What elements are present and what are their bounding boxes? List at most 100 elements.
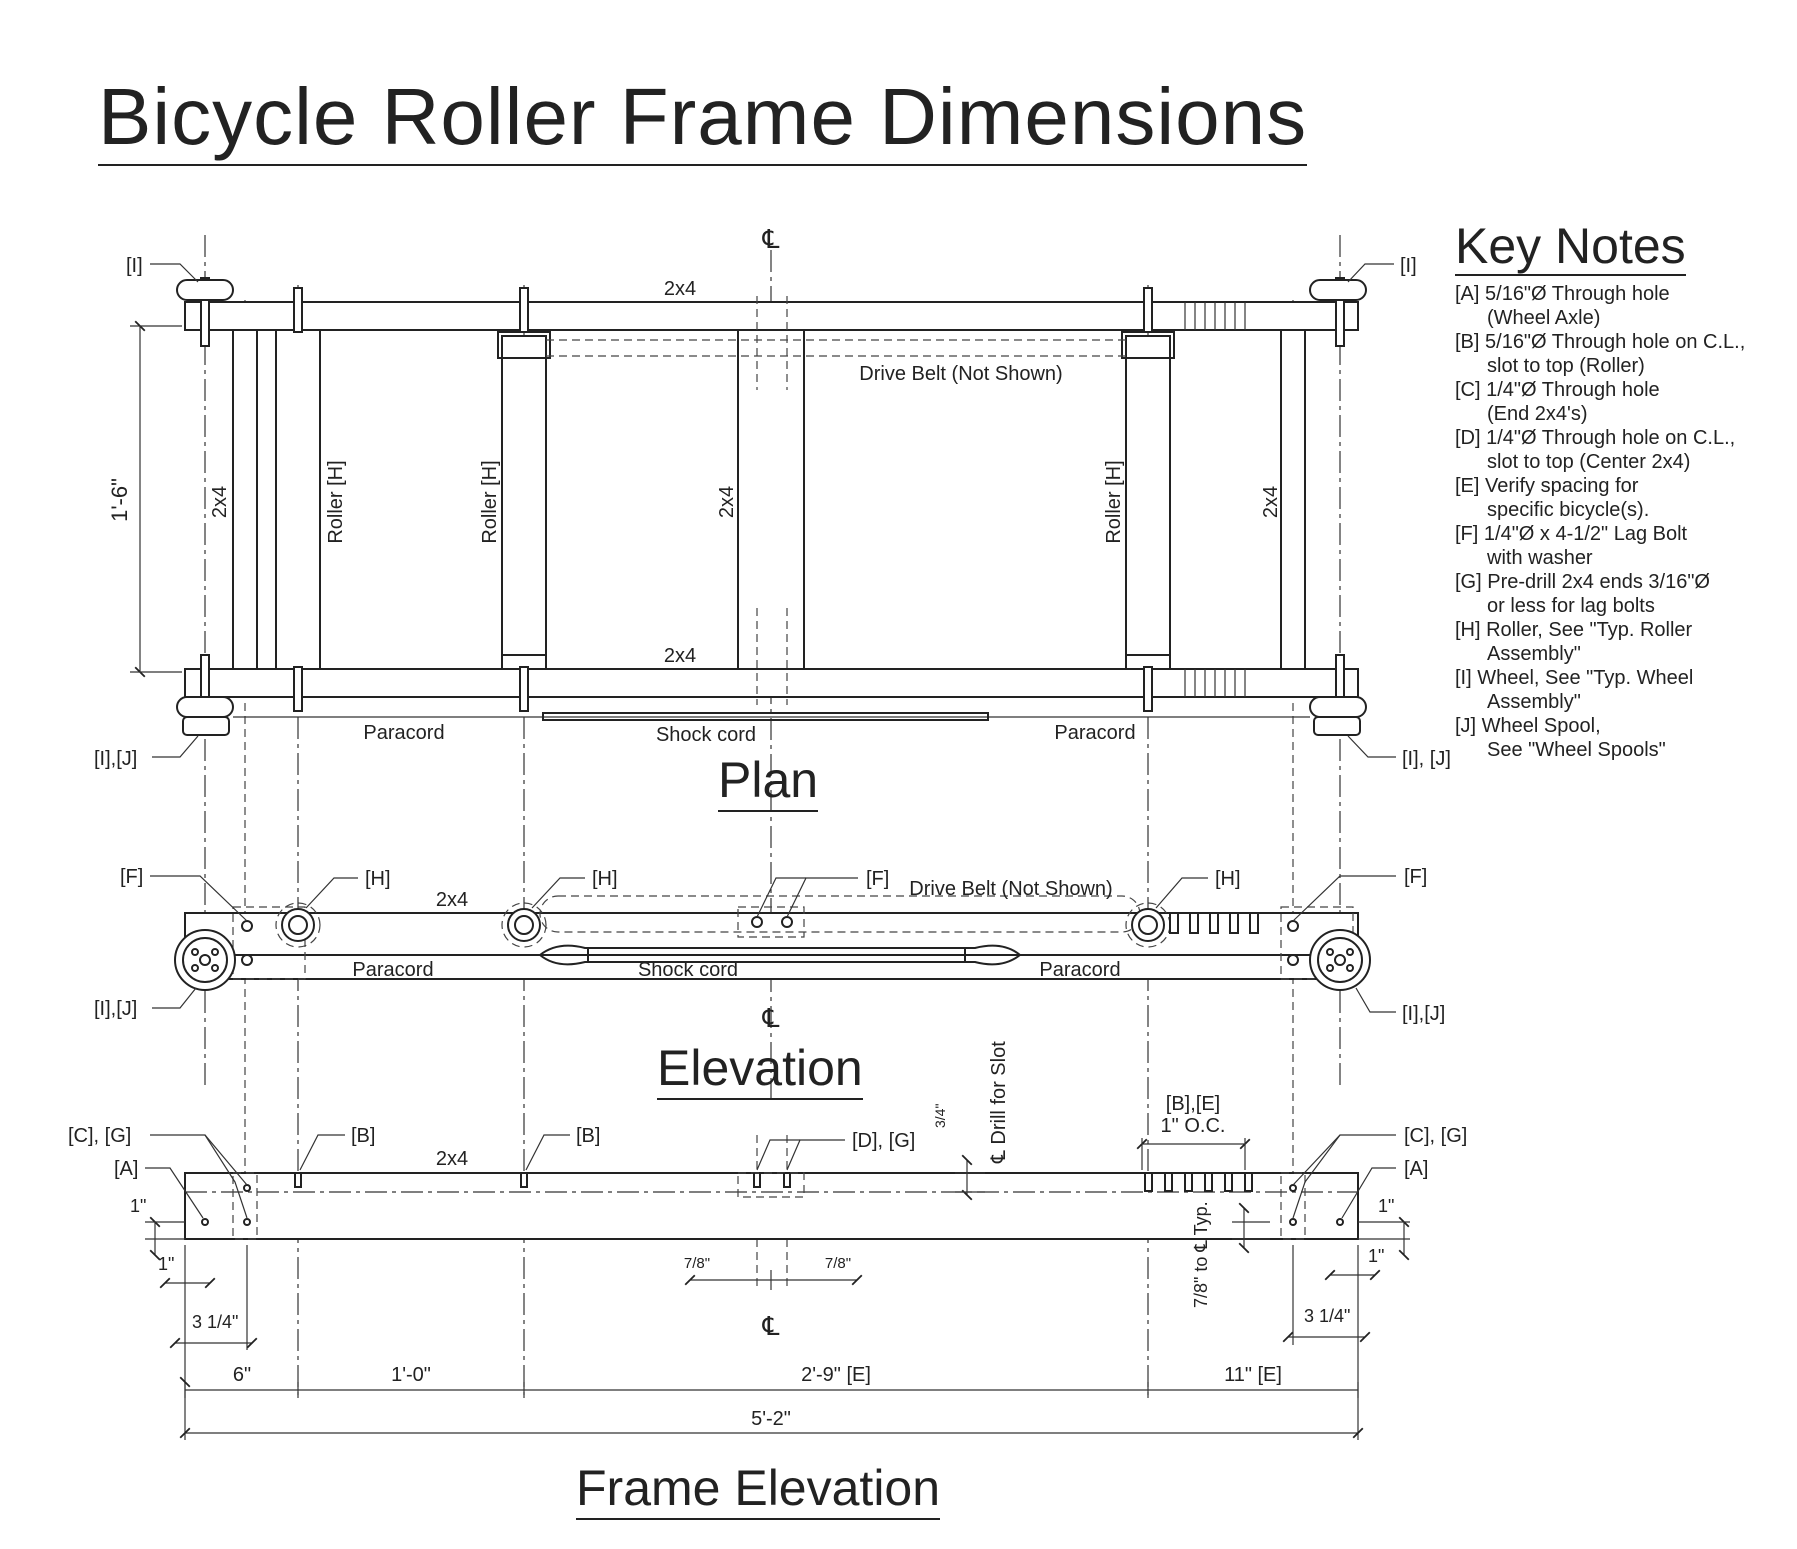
frame-slots [294,1173,791,1188]
key-note-item: [B] 5/16"Ø Through hole on C.L.,slot to … [1455,331,1746,377]
plan-roller-1 [275,329,321,670]
frame-one-inch-right: 1" [1368,1246,1384,1266]
elevation-callout-h-1: [H] [365,868,391,890]
frame-callout-b-1: [B] [351,1125,375,1147]
plan-2x4-left-label: 2x4 [209,486,231,518]
elevation-shock-cord [538,944,1022,966]
elevation-callout-ij-left: [I],[J] [94,998,137,1020]
plan-roller-3 [1125,335,1171,670]
elevation-callout-f-right: [F] [1404,866,1427,888]
plan-roller-label-1: Roller [H] [325,460,347,543]
key-notes-heading: Key Notes [1455,218,1686,276]
frame-slots-right [1144,1173,1253,1192]
plan-callout-i-right: [I] [1400,255,1417,277]
frame-one-inch-right-vert: 1" [1378,1196,1394,1216]
frame-seven-eighths-right: 7/8" [825,1255,851,1272]
plan-roller-label-2: Roller [H] [479,460,501,543]
plan-wheel-spool-right [1313,716,1361,736]
frame-callout-cg-left: [C], [G] [68,1125,131,1147]
frame-drill-note: ℄ Drill for Slot [988,1041,1010,1164]
plan-roller-2 [501,335,547,670]
frame-dim-6: 6" [233,1364,251,1386]
frame-callout-dg: [D], [G] [852,1130,915,1152]
elevation-2x4-label: 2x4 [436,889,468,911]
key-note-item: [D] 1/4"Ø Through hole on C.L.,slot to t… [1455,427,1736,473]
elevation-paracord-right-label: Paracord [1039,959,1120,981]
plan-2x4-bottom-label: 2x4 [664,645,696,667]
key-note-item: [A] 5/16"Ø Through hole(Wheel Axle) [1455,283,1670,329]
frame-dim-5-2: 5'-2" [751,1408,791,1430]
plan-view: 2x4 2x4 2x4 2x4 2x4 Roller [H] Roller [H… [94,255,1451,770]
frame-dim-2-9: 2'-9" [E] [801,1364,871,1386]
frame-three-quarter: 3/4" [932,1104,948,1128]
frame-dim-1-0: 1'-0" [391,1364,431,1386]
plan-wheel-spool-left [182,716,230,736]
elevation-roller-3 [1131,908,1165,942]
plan-left-end-2x4 [232,329,258,670]
elevation-drive-belt-label: Drive Belt (Not Shown) [909,878,1112,900]
elevation-callout-h-3: [H] [1215,868,1241,890]
frame-callout-a-left: [A] [114,1158,138,1180]
plan-shock-cord-label: Shock cord [656,724,756,746]
plan-wheel-top-left [176,279,234,301]
centerline-symbol-frame: ℄ [762,1311,780,1341]
centerline-symbol-plan: ℄ [762,224,780,254]
plan-2x4-top-label: 2x4 [664,278,696,300]
elevation-callout-h-2: [H] [592,868,618,890]
plan-width-dimension: 1'-6" [107,478,132,522]
frame-elevation-view: 2x4 [C], [G] [A] [B] [B] [D], [G] [C], [… [68,1041,1467,1439]
plan-right-end-2x4 [1280,329,1306,670]
elevation-roller-2 [507,908,541,942]
plan-top-rail [184,301,1359,331]
key-note-item: [J] Wheel Spool,See "Wheel Spools" [1455,715,1666,761]
elevation-paracord-left-label: Paracord [352,959,433,981]
frame-one-inch-left: 1" [158,1254,174,1274]
page-title: Bicycle Roller Frame Dimensions [98,72,1308,166]
elevation-callout-f-center: [F] [866,868,889,890]
frame-elevation-view-title: Frame Elevation [576,1460,941,1520]
plan-roller-label-3: Roller [H] [1103,460,1125,543]
key-notes-list: [A] 5/16"Ø Through hole(Wheel Axle) [B] … [1455,282,1790,762]
frame-seven-eighths-note: 7/8" to ℄ Typ. [1191,1201,1211,1308]
plan-slot-hatch [1184,302,1246,697]
plan-paracord-right-label: Paracord [1054,722,1135,744]
elevation-shock-cord-label: Shock cord [638,959,738,981]
plan-2x4-center-label: 2x4 [716,486,738,518]
frame-callout-a-right: [A] [1404,1158,1428,1180]
centerline-symbol-elevation: ℄ [762,1003,780,1033]
plan-callout-ij-right: [I], [J] [1402,748,1451,770]
elevation-view: 2x4 Drive Belt (Not Shown) Paracord Para… [94,866,1445,1025]
plan-callout-ij-left: [I],[J] [94,748,137,770]
plan-2x4-right-label: 2x4 [1260,486,1282,518]
plan-shock-cord [542,712,989,721]
frame-oc-spacing: 1" O.C. [1161,1115,1226,1137]
elevation-callout-f-left: [F] [120,866,143,888]
plan-wheel-bottom-right [1309,696,1367,718]
plan-bottom-rail [184,668,1359,698]
plan-callout-i-left: [I] [126,255,143,277]
plan-wheel-top-right [1309,279,1367,301]
frame-dim-11: 11" [E] [1224,1364,1282,1386]
frame-callout-be: [B],[E] [1166,1093,1220,1115]
frame-callout-b-2: [B] [576,1125,600,1147]
elevation-view-title: Elevation [657,1040,863,1100]
plan-paracord-left-label: Paracord [363,722,444,744]
elevation-roller-1 [281,908,315,942]
frame-seven-eighths-left: 7/8" [684,1255,710,1272]
key-notes-panel: Key Notes [A] 5/16"Ø Through hole(Wheel … [1455,218,1790,762]
elevation-slots [1169,913,1259,934]
frame-three-quarter-inch-left: 3 1/4" [192,1312,238,1332]
frame-2x4 [184,1172,1359,1240]
plan-wheel-bottom-left [176,696,234,718]
frame-callout-cg-right: [C], [G] [1404,1125,1467,1147]
frame-three-quarter-inch-right: 3 1/4" [1304,1306,1350,1326]
frame-2x4-label: 2x4 [436,1148,468,1170]
plan-center-2x4 [737,329,805,670]
frame-one-inch-left-vert: 1" [130,1196,146,1216]
